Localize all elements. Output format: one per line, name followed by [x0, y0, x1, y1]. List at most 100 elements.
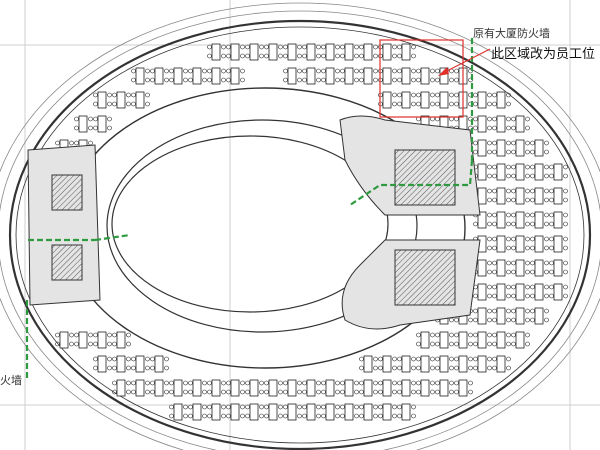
chair [259, 389, 264, 395]
chair [487, 284, 492, 290]
chair [150, 365, 155, 371]
chair [74, 125, 79, 131]
desk [401, 43, 411, 61]
chair [340, 44, 345, 50]
desk [439, 355, 449, 373]
desk [534, 163, 544, 181]
chair [245, 413, 250, 419]
chair [302, 53, 307, 59]
desk [173, 403, 183, 421]
desk [230, 67, 240, 85]
chair [454, 332, 459, 338]
chair [411, 389, 416, 395]
chair [506, 341, 511, 347]
chair [511, 164, 516, 170]
chair [468, 332, 473, 338]
chair [449, 356, 454, 362]
chair [530, 317, 535, 323]
chair [487, 116, 492, 122]
desk [192, 403, 202, 421]
chair [240, 404, 245, 410]
chair [492, 356, 497, 362]
chair [525, 308, 530, 314]
desk [97, 331, 107, 349]
chair [321, 68, 326, 74]
chair [416, 365, 421, 371]
chair [435, 380, 440, 386]
chair [221, 77, 226, 83]
chair [131, 92, 136, 98]
chair [430, 356, 435, 362]
desk [496, 91, 506, 109]
chair [69, 341, 74, 347]
chair [164, 68, 169, 74]
desk [382, 379, 392, 397]
chair [278, 404, 283, 410]
chair [549, 188, 554, 194]
chair [549, 164, 554, 170]
chair [245, 380, 250, 386]
chair [530, 236, 535, 242]
desk [515, 187, 525, 205]
desk [211, 67, 221, 85]
desk [249, 379, 259, 397]
chair [297, 68, 302, 74]
chair [188, 404, 193, 410]
chair [88, 116, 93, 122]
desk [496, 355, 506, 373]
chair [392, 380, 397, 386]
chair [416, 92, 421, 98]
chair [240, 380, 245, 386]
chair [126, 92, 131, 98]
chair [359, 365, 364, 371]
chair [354, 413, 359, 419]
chair [506, 269, 511, 275]
chair [69, 332, 74, 338]
chair [525, 149, 530, 155]
chair [511, 212, 516, 218]
chair [435, 356, 440, 362]
chair [131, 77, 136, 83]
chair [316, 68, 321, 74]
desk [116, 331, 126, 349]
chair [169, 389, 174, 395]
desk [496, 187, 506, 205]
desk [477, 307, 487, 325]
chair [373, 380, 378, 386]
chair [373, 68, 378, 74]
desk [249, 403, 259, 421]
chair [449, 317, 454, 323]
chair [435, 389, 440, 395]
chair [525, 293, 530, 299]
desk [382, 403, 392, 421]
chair [544, 260, 549, 266]
chair [492, 365, 497, 371]
chair [530, 197, 535, 203]
desk [363, 403, 373, 421]
chair [473, 116, 478, 122]
chair [188, 380, 193, 386]
chair [430, 92, 435, 98]
desk [325, 403, 335, 421]
desk [382, 43, 392, 61]
chair [416, 341, 421, 347]
chair [506, 356, 511, 362]
chair [145, 92, 150, 98]
chair [544, 293, 549, 299]
chair [487, 356, 492, 362]
chair [169, 68, 174, 74]
desk [344, 379, 354, 397]
chair [492, 140, 497, 146]
chair [297, 53, 302, 59]
desk [363, 67, 373, 85]
chair [525, 188, 530, 194]
chair [202, 389, 207, 395]
chair [563, 164, 568, 170]
chair [373, 53, 378, 59]
chair [221, 404, 226, 410]
chair [183, 77, 188, 83]
chair [316, 53, 321, 59]
chair [544, 221, 549, 227]
desk [515, 331, 525, 349]
